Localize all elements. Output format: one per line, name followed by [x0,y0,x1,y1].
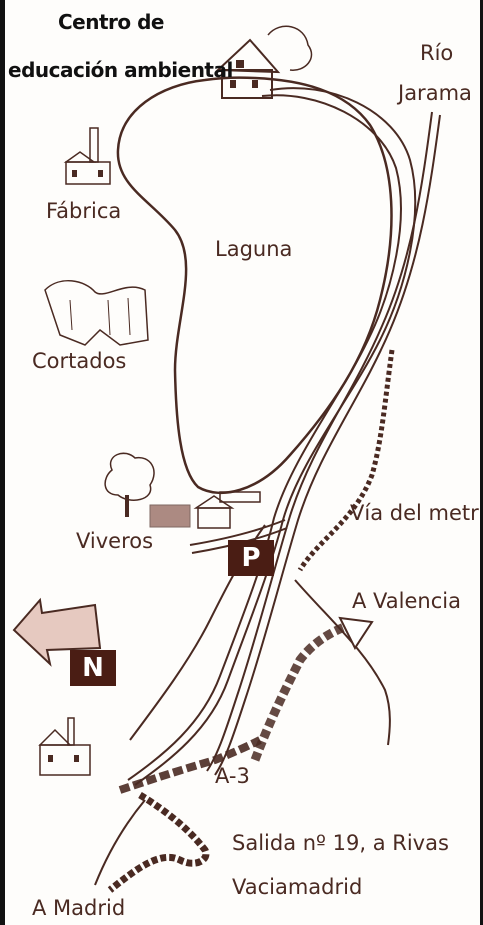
label-salida-line1: Salida nº 19, a Rivas [232,831,449,855]
label-rio: Río [420,41,454,65]
label-via-metro: Vía del metr [350,501,479,525]
access-road-1 [189,519,286,546]
parking-badge: P [228,540,274,576]
road-line-1 [214,114,441,776]
label-laguna: Laguna [215,237,293,261]
label-a-madrid: A Madrid [32,896,126,920]
lake-outline [116,76,393,495]
label-viveros: Viveros [76,529,154,553]
road-to-valencia [294,579,391,746]
exit-road [107,791,210,893]
viveros-icon [104,452,261,529]
road-line-2 [206,111,433,772]
title-line-1: Centro de [58,10,165,34]
label-salida-line2: Vaciamadrid [232,875,363,899]
madrid-road [94,799,146,886]
north-arrow-icon [12,597,102,667]
north-badge: N [70,650,116,686]
factory-icon [63,127,111,185]
cliffs-icon [44,280,149,346]
label-cortados: Cortados [32,349,127,373]
title-line-2: educación ambiental [8,58,233,82]
highway-a3-right [250,620,352,762]
label-a-valencia: A Valencia [352,589,461,613]
label-jarama: Jarama [398,81,472,105]
village-icon [38,717,91,776]
river-line-2 [127,94,402,781]
frame-border-right [480,0,483,925]
centro-building-icon [215,25,313,99]
label-a3: A-3 [215,764,250,788]
river-line-1 [134,87,417,786]
valencia-arrow [338,616,374,651]
metro-rail [297,349,395,572]
highway-a3 [118,736,262,794]
label-fabrica: Fábrica [46,199,122,223]
frame-border-left [0,0,5,925]
